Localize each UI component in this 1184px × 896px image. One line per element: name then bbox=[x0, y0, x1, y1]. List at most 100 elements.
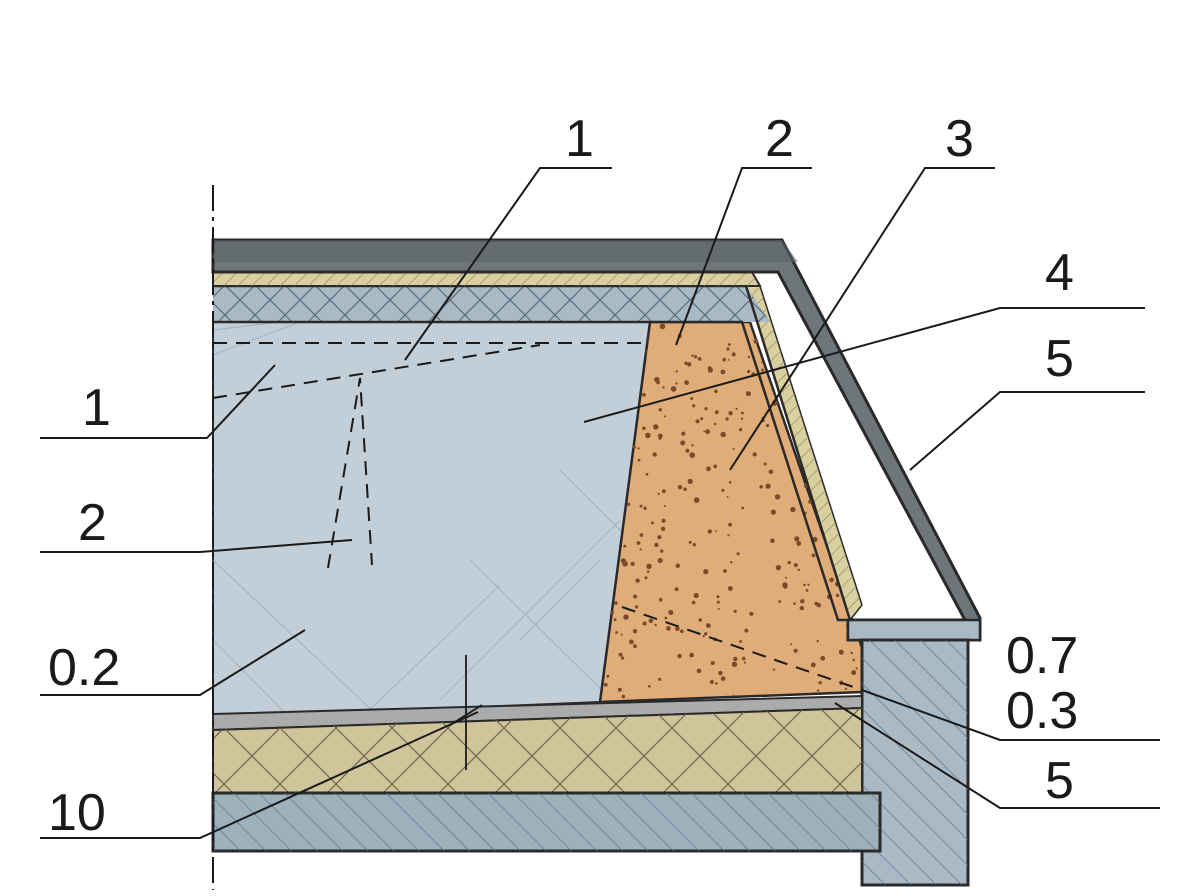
sand-dot bbox=[645, 432, 651, 439]
sand-dot bbox=[749, 611, 754, 616]
sand-dot bbox=[850, 651, 853, 655]
bottom-insulation-layer bbox=[212, 706, 863, 794]
roof-cap bbox=[211, 238, 982, 642]
label-top-2: 2 bbox=[765, 110, 794, 168]
sand-dot bbox=[646, 563, 652, 569]
sand-dot bbox=[733, 609, 737, 613]
sand-dot bbox=[740, 417, 744, 420]
sand-dot bbox=[787, 560, 791, 565]
sand-dot bbox=[705, 429, 710, 435]
sand-dot bbox=[666, 626, 671, 631]
sand-dot bbox=[752, 452, 757, 457]
sand-dot bbox=[797, 568, 800, 571]
sand-dot bbox=[793, 648, 798, 653]
sand-dot bbox=[621, 694, 626, 699]
sand-dot bbox=[811, 553, 816, 558]
sand-dot bbox=[698, 618, 702, 622]
sand-dot bbox=[816, 603, 821, 608]
sand-dot bbox=[677, 653, 682, 659]
sand-dot bbox=[703, 430, 706, 433]
top-insulation-strip bbox=[212, 271, 762, 287]
sand-dot bbox=[654, 542, 659, 548]
sand-dot bbox=[778, 600, 782, 603]
sand-dot bbox=[633, 644, 637, 649]
label-top-3: 3 bbox=[945, 110, 974, 168]
sand-dot bbox=[659, 323, 666, 330]
sand-dot bbox=[693, 592, 699, 599]
sand-dot bbox=[639, 548, 642, 551]
sand-dot bbox=[639, 533, 644, 537]
sand-dot bbox=[714, 389, 718, 394]
sand-dot bbox=[782, 582, 788, 588]
sand-dot bbox=[613, 618, 617, 622]
sand-dot bbox=[656, 380, 660, 385]
sand-dot bbox=[726, 496, 729, 498]
sand-dot bbox=[688, 540, 692, 544]
sand-dot bbox=[721, 488, 725, 492]
label-left-2: 2 bbox=[78, 494, 107, 552]
sand-dot bbox=[717, 607, 720, 610]
sand-dot bbox=[626, 502, 631, 506]
sand-dot bbox=[761, 368, 764, 372]
label-right-0-7: 0.7 bbox=[1006, 627, 1078, 685]
sand-dot bbox=[720, 431, 726, 438]
sand-dot bbox=[639, 504, 643, 508]
sand-dot bbox=[829, 577, 834, 583]
sand-dot bbox=[855, 667, 858, 670]
sand-dot bbox=[732, 694, 735, 697]
sand-dot bbox=[728, 522, 732, 527]
sand-dot bbox=[642, 392, 646, 397]
sand-dot bbox=[681, 431, 686, 436]
sand-dot bbox=[741, 656, 746, 661]
sand-dot bbox=[643, 506, 647, 510]
sand-dot bbox=[772, 668, 776, 671]
sand-dot bbox=[675, 382, 678, 385]
sand-dot bbox=[727, 534, 730, 537]
sand-dot bbox=[657, 492, 660, 495]
sand-dot bbox=[715, 682, 718, 685]
label-left-10: 10 bbox=[48, 784, 106, 842]
sand-dot bbox=[621, 656, 625, 660]
sand-dot bbox=[844, 687, 848, 690]
sand-dot bbox=[851, 670, 857, 676]
sand-dot bbox=[733, 656, 738, 662]
sand-dot bbox=[689, 652, 694, 658]
label-top-5: 5 bbox=[1045, 330, 1074, 388]
sand-dot bbox=[741, 506, 745, 510]
sand-dot bbox=[693, 355, 698, 359]
sand-dot bbox=[654, 623, 657, 627]
sand-dot bbox=[691, 354, 694, 357]
sand-dot bbox=[675, 563, 680, 568]
sand-dot bbox=[697, 357, 702, 361]
sand-dot bbox=[664, 616, 668, 620]
sand-dot bbox=[726, 347, 730, 351]
sand-dot bbox=[620, 558, 626, 564]
sand-dot bbox=[657, 535, 662, 540]
sand-dot bbox=[606, 674, 610, 678]
sand-dot bbox=[707, 366, 712, 371]
sand-dot bbox=[715, 530, 717, 532]
sand-dot bbox=[657, 557, 663, 564]
sand-dot bbox=[696, 668, 702, 674]
sand-dot bbox=[646, 570, 650, 573]
sand-dot bbox=[794, 536, 800, 542]
sand-dot bbox=[820, 655, 826, 661]
sand-dot bbox=[720, 369, 726, 375]
sand-dot bbox=[674, 587, 679, 592]
sand-dot bbox=[677, 485, 683, 490]
sand-dot bbox=[747, 355, 751, 359]
sand-dot bbox=[709, 680, 714, 684]
sand-dot bbox=[730, 561, 733, 564]
sand-dot bbox=[707, 529, 712, 534]
callout-labels: 1 2 3 4 5 1 2 0.2 10 0.7 0.3 5 bbox=[48, 110, 1078, 842]
sand-dot bbox=[690, 397, 694, 400]
sand-dot bbox=[637, 458, 641, 462]
sand-dot bbox=[835, 593, 840, 598]
sand-dot bbox=[739, 640, 742, 643]
sand-dot bbox=[702, 635, 705, 638]
sand-dot bbox=[675, 370, 678, 373]
sand-dot bbox=[684, 361, 688, 365]
sand-dot bbox=[741, 411, 744, 415]
sand-dot bbox=[725, 417, 729, 421]
sand-dot bbox=[728, 586, 733, 591]
